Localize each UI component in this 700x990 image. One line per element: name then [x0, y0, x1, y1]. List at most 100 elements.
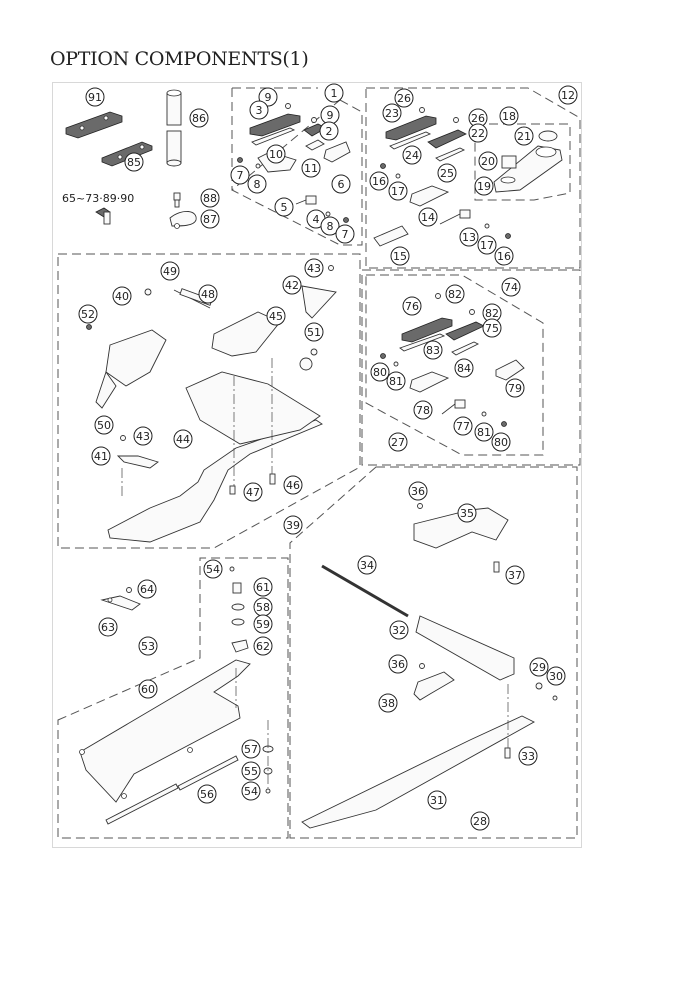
callout-number: 84 — [457, 362, 471, 375]
callout-number: 56 — [200, 788, 214, 801]
callout-21: 21 — [515, 127, 533, 145]
callout-number: 51 — [307, 326, 321, 339]
callout-number: 83 — [426, 344, 440, 357]
callout-number: 5 — [281, 201, 288, 214]
callout-75: 75 — [483, 319, 501, 337]
callout-17: 17 — [389, 182, 407, 200]
callout-number: 91 — [88, 91, 102, 104]
callout-number: 6 — [338, 178, 345, 191]
callout-38: 38 — [379, 694, 397, 712]
callout-number: 28 — [473, 815, 487, 828]
callout-number: 43 — [307, 262, 321, 275]
callout-number: 42 — [285, 279, 299, 292]
callout-number: 11 — [304, 162, 318, 175]
callout-number: 48 — [201, 288, 215, 301]
callout-number: 63 — [101, 621, 115, 634]
callout-88: 88 — [201, 189, 219, 207]
callout-91: 91 — [86, 88, 104, 106]
callout-76: 76 — [403, 297, 421, 315]
callout-54: 54 — [204, 560, 222, 578]
callout-61: 61 — [254, 578, 272, 596]
callout-number: 13 — [462, 231, 476, 244]
callout-7: 7 — [231, 166, 249, 184]
callout-40: 40 — [113, 287, 131, 305]
callout-81: 81 — [387, 372, 405, 390]
callout-number: 60 — [141, 683, 155, 696]
callout-number: 18 — [502, 110, 516, 123]
callout-24: 24 — [403, 146, 421, 164]
callout-number: 4 — [313, 213, 320, 226]
callout-10: 10 — [267, 145, 285, 163]
callout-29: 29 — [530, 658, 548, 676]
callout-number: 20 — [481, 155, 495, 168]
callout-82: 82 — [446, 285, 464, 303]
callout-15: 15 — [391, 247, 409, 265]
callout-83: 83 — [424, 341, 442, 359]
callout-43: 43 — [134, 427, 152, 445]
callout-number: 22 — [471, 127, 485, 140]
callout-number: 15 — [393, 250, 407, 263]
callout-45: 45 — [267, 307, 285, 325]
callout-17: 17 — [478, 236, 496, 254]
callout-number: 26 — [397, 92, 411, 105]
callout-number: 85 — [127, 156, 141, 169]
callout-20: 20 — [479, 152, 497, 170]
callout-number: 77 — [456, 420, 470, 433]
callout-number: 80 — [373, 366, 387, 379]
callout-19: 19 — [475, 177, 493, 195]
callout-number: 17 — [480, 239, 494, 252]
callout-number: 62 — [256, 640, 270, 653]
callout-number: 75 — [485, 322, 499, 335]
callout-58: 58 — [254, 598, 272, 616]
callout-77: 77 — [454, 417, 472, 435]
callout-number: 7 — [342, 228, 349, 241]
callout-number: 16 — [497, 250, 511, 263]
part-range-label: 65~73·89·90 — [62, 192, 134, 205]
callout-63: 63 — [99, 618, 117, 636]
callout-39: 39 — [284, 516, 302, 534]
callout-number: 54 — [244, 785, 258, 798]
callout-number: 43 — [136, 430, 150, 443]
callout-number: 44 — [176, 433, 190, 446]
callout-22: 22 — [469, 124, 487, 142]
part-drawings — [66, 90, 562, 828]
callout-number: 36 — [411, 485, 425, 498]
callout-number: 74 — [504, 281, 518, 294]
callout-number: 82 — [485, 307, 499, 320]
callout-number: 8 — [254, 178, 261, 191]
callout-number: 55 — [244, 765, 258, 778]
callout-86: 86 — [190, 109, 208, 127]
callout-44: 44 — [174, 430, 192, 448]
callout-9: 9 — [321, 106, 339, 124]
callout-number: 3 — [256, 104, 263, 117]
part-91-rubber-plate — [66, 112, 122, 138]
callout-81: 81 — [475, 423, 493, 441]
callout-number: 32 — [392, 624, 406, 637]
callout-56: 56 — [198, 785, 216, 803]
callout-78: 78 — [414, 401, 432, 419]
callout-14: 14 — [419, 208, 437, 226]
callout-25: 25 — [438, 164, 456, 182]
callout-number: 41 — [94, 450, 108, 463]
callout-number: 12 — [561, 89, 575, 102]
callout-6: 6 — [332, 175, 350, 193]
callout-number: 81 — [389, 375, 403, 388]
callout-43: 43 — [305, 259, 323, 277]
callout-number: 46 — [286, 479, 300, 492]
callout-number: 17 — [391, 185, 405, 198]
part-86-tube — [167, 90, 181, 166]
callout-number: 27 — [391, 436, 405, 449]
callout-37: 37 — [506, 566, 524, 584]
callout-number: 21 — [517, 130, 531, 143]
callout-36: 36 — [389, 655, 407, 673]
callout-number: 87 — [203, 213, 217, 226]
callout-number: 38 — [381, 697, 395, 710]
callout-number: 81 — [477, 426, 491, 439]
callout-number: 1 — [331, 87, 338, 100]
callout-number: 2 — [326, 125, 333, 138]
callout-23: 23 — [383, 104, 401, 122]
callout-number: 58 — [256, 601, 270, 614]
callout-13: 13 — [460, 228, 478, 246]
callout-number: 9 — [265, 91, 272, 104]
